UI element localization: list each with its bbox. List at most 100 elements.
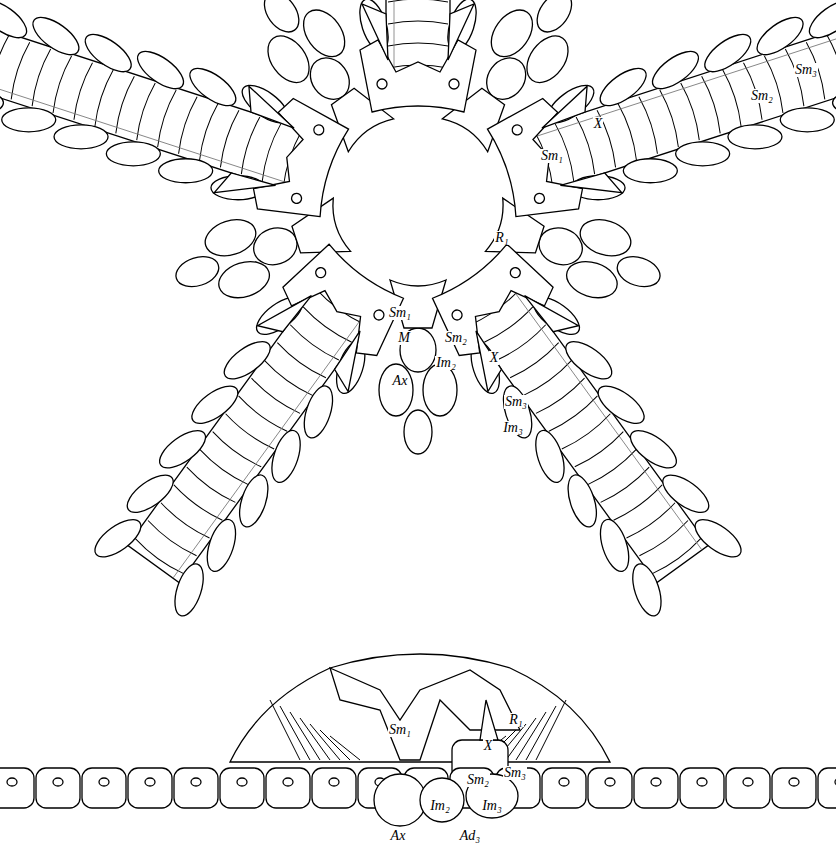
plate-outline xyxy=(191,778,201,786)
plate-outline xyxy=(530,427,570,486)
plate-outline xyxy=(576,214,636,262)
arm-stripe xyxy=(280,706,310,760)
arm-group xyxy=(354,0,482,112)
plate-label: X xyxy=(593,117,604,131)
plate-outline xyxy=(53,778,63,786)
arm-stripe xyxy=(300,718,330,760)
plate-outline xyxy=(423,364,457,416)
ambulacral-stripe xyxy=(238,116,259,174)
plate-outline xyxy=(106,142,160,166)
plate-outline xyxy=(404,410,432,454)
plate-outline xyxy=(634,768,678,808)
plate-outline xyxy=(372,308,386,322)
plate-outline xyxy=(542,768,586,808)
ambulacral-stripe xyxy=(785,48,806,106)
ambulacral-stripe xyxy=(289,325,339,363)
plate-outline xyxy=(559,778,569,786)
plate-label: M xyxy=(397,331,411,345)
ambulacral-stripe xyxy=(588,449,638,487)
plate-outline xyxy=(533,192,546,205)
ambulacral-band xyxy=(459,273,708,582)
ambulacral-stripe xyxy=(681,82,702,140)
plate-label: R₁ xyxy=(494,231,509,245)
plate-outline xyxy=(360,40,476,112)
plate-outline xyxy=(266,768,310,808)
plate-outline xyxy=(329,778,339,786)
plate-outline xyxy=(145,778,155,786)
plate-outline xyxy=(743,778,753,786)
band-shade xyxy=(523,38,836,141)
ambulacral-stripe xyxy=(92,69,113,127)
plate-outline xyxy=(699,28,757,79)
plate-outline xyxy=(833,91,836,115)
ambulacral-stripe xyxy=(159,503,209,541)
ambulacral-stripe xyxy=(146,521,196,559)
plate-outline xyxy=(186,379,244,430)
plate-outline xyxy=(534,86,595,128)
plate-outline xyxy=(0,0,33,45)
plate-outline xyxy=(169,561,209,620)
plate-label: Sm₂ xyxy=(444,331,468,345)
plate-outline xyxy=(362,4,388,60)
ambulacral-stripe xyxy=(660,89,681,147)
plate-outline xyxy=(647,45,705,96)
plate-outline xyxy=(525,280,579,341)
plate-label: Ad₃ xyxy=(459,829,481,843)
plate-outline xyxy=(295,2,353,64)
plate-label: Sm₃ xyxy=(503,766,527,780)
plate-outline xyxy=(237,778,247,786)
plate-outline xyxy=(835,778,836,786)
plate-outline xyxy=(330,668,520,760)
ambulacral-stripe xyxy=(197,103,218,161)
plate-outline xyxy=(184,62,242,113)
plate-label: Sm₃ xyxy=(794,63,818,77)
disc-dome xyxy=(230,654,610,762)
ambulacral-stripe xyxy=(250,378,300,416)
plate-outline xyxy=(448,4,474,60)
plate-outline xyxy=(89,513,147,564)
ambulacral-stripe xyxy=(702,75,723,133)
plate-outline xyxy=(202,516,242,575)
plate-outline xyxy=(132,45,190,96)
ambulacral-stripe xyxy=(388,21,448,24)
plate-label: Sm₃ xyxy=(504,395,528,409)
plate-outline xyxy=(423,237,559,363)
ambulacral-stripe xyxy=(259,123,280,181)
plate-outline xyxy=(277,237,413,363)
plate-outline xyxy=(290,192,303,205)
plate-outline xyxy=(201,214,261,262)
plate-outline xyxy=(377,79,387,89)
ambulacral-stripe xyxy=(218,109,239,167)
plate-outline xyxy=(257,280,311,341)
plate-label: Im₃ xyxy=(502,421,524,435)
plate-outline xyxy=(174,768,218,808)
plate-outline xyxy=(0,768,34,808)
plate-outline xyxy=(312,768,356,808)
ambulacral-stripe xyxy=(723,69,744,127)
plate-outline xyxy=(7,778,17,786)
plate-label: Sm₂ xyxy=(466,773,490,787)
ambulacral-stripe xyxy=(224,414,274,452)
plate-outline xyxy=(594,62,652,113)
plate-label: Ax xyxy=(390,829,407,843)
plate-outline xyxy=(234,472,274,531)
ambulacral-stripe xyxy=(549,396,599,434)
plate-outline xyxy=(313,124,326,137)
plate-outline xyxy=(214,168,275,210)
plate-outline xyxy=(220,768,264,808)
plate-outline xyxy=(172,252,222,292)
plate-label: Im₂ xyxy=(435,356,457,370)
ambulacral-stripe xyxy=(639,521,689,559)
plate-outline xyxy=(128,768,172,808)
ambulacral-stripe xyxy=(113,75,134,133)
plate-outline xyxy=(379,364,413,416)
plate-outline xyxy=(818,768,836,808)
ambulacral-stripe xyxy=(237,396,287,434)
plate-outline xyxy=(27,11,85,62)
plate-label: Ax xyxy=(392,374,409,388)
plate-outline xyxy=(0,91,3,115)
plate-outline xyxy=(803,0,836,45)
plate-outline xyxy=(657,468,715,519)
